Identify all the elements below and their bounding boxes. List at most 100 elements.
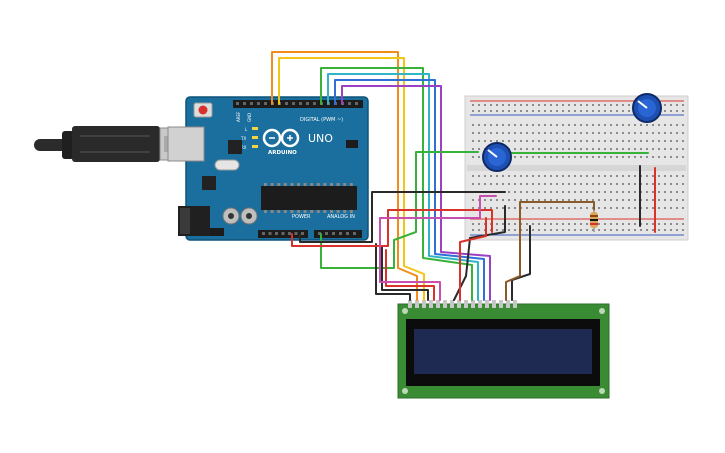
wire-red [291, 209, 493, 247]
breadboard-hole [676, 124, 678, 126]
breadboard-hole [556, 191, 558, 193]
breadboard-hole [574, 175, 576, 177]
arduino-logo [262, 128, 300, 148]
breadboard-hole [514, 104, 516, 106]
chip-pin [330, 183, 333, 186]
chip-pin [277, 183, 281, 186]
breadboard-hole [502, 229, 504, 231]
breadboard-hole [616, 183, 618, 185]
breadboard-hole [526, 207, 528, 209]
breadboard-hole [682, 104, 684, 106]
breadboard-hole [490, 207, 492, 209]
potentiometer-1[interactable] [482, 142, 512, 172]
breadboard-hole [640, 124, 642, 126]
header-pin [262, 232, 265, 235]
breadboard-hole [568, 110, 570, 112]
breadboard-hole [628, 229, 630, 231]
breadboard-hole [622, 183, 624, 185]
breadboard-hole [562, 229, 564, 231]
breadboard-hole [574, 148, 576, 150]
breadboard-hole [556, 175, 558, 177]
breadboard-hole [646, 223, 648, 225]
breadboard-hole [664, 140, 666, 142]
breadboard-hole [544, 132, 546, 134]
breadboard-hole [574, 104, 576, 106]
breadboard-hole [580, 156, 582, 158]
breadboard-hole [526, 140, 528, 142]
breadboard-hole [526, 110, 528, 112]
breadboard-hole [646, 140, 648, 142]
wire-orange [271, 51, 418, 301]
breadboard-hole [478, 110, 480, 112]
breadboard-hole [574, 124, 576, 126]
breadboard-hole [514, 110, 516, 112]
breadboard-hole [544, 175, 546, 177]
breadboard-hole [670, 199, 672, 201]
breadboard-hole [472, 175, 474, 177]
arduino-model: UNO [308, 132, 333, 145]
breadboard-hole [628, 191, 630, 193]
chip-pin [297, 210, 300, 213]
breadboard-hole [610, 140, 612, 142]
breadboard-hole [580, 207, 582, 209]
header-pin [313, 102, 316, 105]
breadboard-hole [586, 124, 588, 126]
lcd-pin [443, 300, 447, 308]
breadboard-hole [544, 124, 546, 126]
wire-red [459, 217, 487, 301]
breadboard-hole [616, 148, 618, 150]
breadboard-hole [652, 223, 654, 225]
breadboard-hole [640, 229, 642, 231]
breadboard-hole [472, 229, 474, 231]
breadboard-hole [628, 104, 630, 106]
header-pin [257, 102, 260, 105]
header-pin [292, 102, 295, 105]
breadboard-hole [634, 132, 636, 134]
chip-pin [316, 210, 320, 213]
breadboard-hole [538, 191, 540, 193]
breadboard-hole [682, 156, 684, 158]
breadboard-hole [610, 132, 612, 134]
breadboard-hole [538, 183, 540, 185]
breadboard-hole [508, 183, 510, 185]
breadboard-hole [484, 140, 486, 142]
lcd-pin [478, 300, 482, 308]
breadboard-hole [664, 191, 666, 193]
breadboard-hole [538, 104, 540, 106]
digital-label: DIGITAL (PWM ~) [300, 117, 343, 123]
breadboard-hole [496, 175, 498, 177]
analog-label: ANALOG IN [327, 214, 355, 220]
lcd-pin [513, 300, 517, 308]
chip-pin [264, 183, 267, 186]
breadboard-hole [556, 223, 558, 225]
breadboard-hole [580, 140, 582, 142]
breadboard-hole [496, 229, 498, 231]
potentiometer-2[interactable] [632, 93, 662, 123]
breadboard-hole [652, 140, 654, 142]
breadboard-hole [490, 124, 492, 126]
breadboard-hole [532, 104, 534, 106]
breadboard-hole [544, 140, 546, 142]
breadboard-hole [622, 110, 624, 112]
breadboard-hole [520, 199, 522, 201]
breadboard-hole [556, 148, 558, 150]
breadboard-hole [496, 132, 498, 134]
breadboard-hole [556, 183, 558, 185]
chip-pin [290, 210, 294, 213]
breadboard-hole [532, 148, 534, 150]
analog-header [314, 230, 362, 238]
arduino-uno-board: DIGITAL (PWM ~) AREF GND ARDUINO UNO L T… [167, 96, 369, 241]
breadboard-hole [616, 223, 618, 225]
breadboard-hole [586, 183, 588, 185]
chip-pin [290, 183, 294, 186]
breadboard-hole [682, 110, 684, 112]
breadboard-hole [556, 140, 558, 142]
breadboard-hole [664, 175, 666, 177]
breadboard-hole [514, 199, 516, 201]
breadboard-hole [664, 156, 666, 158]
breadboard-hole [670, 140, 672, 142]
wire-black [375, 243, 411, 301]
breadboard-hole [634, 183, 636, 185]
breadboard-hole [496, 140, 498, 142]
